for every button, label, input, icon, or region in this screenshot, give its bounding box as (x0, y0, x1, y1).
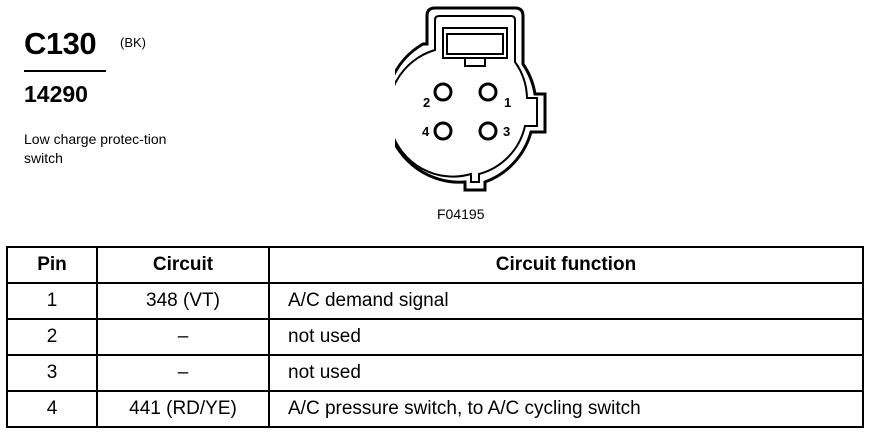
header-pin: Pin (6, 246, 98, 284)
cell-pin: 3 (6, 354, 98, 392)
connector-face-diagram: 2 1 4 3 (395, 6, 547, 192)
pin-socket-4 (433, 121, 453, 141)
locking-tab-inner (446, 33, 504, 55)
cell-pin: 2 (6, 318, 98, 356)
pin-socket-1 (478, 82, 498, 102)
pin-label-4: 4 (422, 124, 430, 139)
cell-function: not used (268, 354, 864, 392)
pin-label-2: 2 (423, 95, 430, 110)
table-row: 1 348 (VT) A/C demand signal (6, 282, 864, 320)
part-number: 14290 (24, 81, 88, 107)
cell-function: A/C demand signal (268, 282, 864, 320)
pin-label-3: 3 (503, 124, 510, 139)
table-header-row: Pin Circuit Circuit function (6, 246, 864, 284)
cell-pin: 4 (6, 390, 98, 428)
cell-circuit: 441 (RD/YE) (96, 390, 270, 428)
cell-pin: 1 (6, 282, 98, 320)
cell-function: A/C pressure switch, to A/C cycling swit… (268, 390, 864, 428)
table-row: 2 – not used (6, 318, 864, 356)
header-circuit: Circuit (96, 246, 270, 284)
connector-inner-outline (395, 15, 538, 183)
header-divider (24, 70, 106, 72)
locking-tab-key (464, 57, 486, 67)
header-circuit-function: Circuit function (268, 246, 864, 284)
component-description: Low charge protec-tion switch (24, 131, 167, 166)
cell-function: not used (268, 318, 864, 356)
cell-circuit: – (96, 318, 270, 356)
pin-socket-3 (478, 121, 498, 141)
table-row: 4 441 (RD/YE) A/C pressure switch, to A/… (6, 390, 864, 428)
pin-socket-2 (433, 82, 453, 102)
connector-code: C130 (24, 26, 97, 61)
pin-table: Pin Circuit Circuit function 1 348 (VT) … (6, 246, 864, 428)
connector-housing-outline (395, 6, 547, 192)
cell-circuit: 348 (VT) (96, 282, 270, 320)
table-row: 3 – not used (6, 354, 864, 392)
cell-circuit: – (96, 354, 270, 392)
figure-id: F04195 (437, 206, 485, 222)
pin-label-1: 1 (504, 95, 511, 110)
connector-color: (BK) (120, 35, 146, 50)
